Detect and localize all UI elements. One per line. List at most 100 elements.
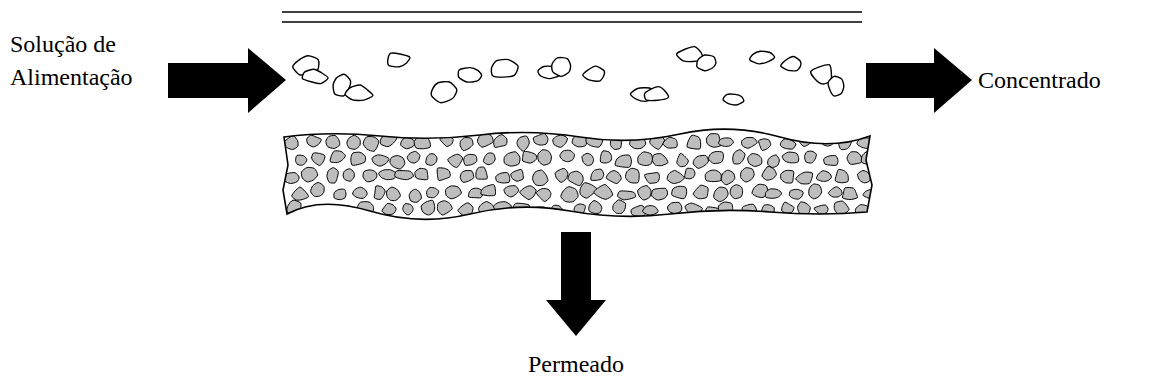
feed-particle — [388, 53, 410, 67]
membrane-grain — [555, 168, 568, 182]
membrane-grain — [719, 138, 734, 147]
membrane-grain — [363, 170, 377, 182]
feed-particle — [723, 94, 744, 105]
membrane-grain — [363, 137, 379, 152]
membrane-grain — [809, 184, 822, 199]
membrane-grain — [685, 203, 702, 215]
feed-particle — [552, 58, 571, 77]
membrane-grain — [824, 156, 838, 166]
membrane-grain — [504, 152, 520, 166]
permeate-label: Permeado — [476, 348, 676, 381]
membrane-grain — [714, 187, 728, 202]
membrane-grain — [533, 134, 548, 146]
membrane-grain — [762, 166, 776, 180]
membrane-grain — [805, 151, 817, 163]
membrane-grain — [296, 155, 307, 165]
membrane-grain — [292, 187, 309, 200]
membrane-grain — [789, 189, 803, 199]
membrane-grain — [606, 171, 621, 184]
membrane-grain — [401, 138, 415, 149]
membrane-grain — [403, 204, 413, 215]
feed-particle — [345, 85, 373, 101]
feed-particle — [458, 68, 481, 82]
membrane-grain — [582, 153, 594, 165]
feed-arrow — [168, 48, 286, 113]
membrane-grain — [504, 186, 519, 197]
membrane-grain — [553, 135, 568, 147]
membrane-grain — [693, 185, 708, 199]
membrane-grain — [483, 153, 495, 165]
membrane-grain — [307, 135, 322, 147]
membrane-grain — [382, 203, 396, 214]
membrane-grain — [327, 168, 338, 183]
membrane-grain — [762, 205, 774, 216]
membrane-grain — [652, 154, 668, 166]
membrane-grain — [379, 170, 397, 180]
membrane-grain — [387, 187, 401, 201]
membrane-grain — [478, 202, 495, 216]
membrane-grain — [861, 151, 877, 164]
membrane-grain — [855, 205, 871, 218]
membrane-grain — [533, 170, 548, 185]
membrane-grain — [353, 187, 368, 198]
membrane-grain — [437, 201, 452, 215]
membrane-grain — [652, 188, 668, 200]
membrane-grain — [330, 151, 345, 163]
membrane-grain — [513, 203, 529, 213]
membrane-grain — [672, 186, 687, 198]
membrane-grain — [324, 206, 338, 217]
permeate-arrow — [546, 232, 606, 336]
membrane-grain — [842, 188, 857, 200]
membrane-grain — [835, 169, 848, 182]
membrane-grains — [282, 133, 878, 218]
membrane-grain — [445, 186, 461, 199]
membrane-grain — [721, 170, 735, 185]
membrane-grain — [625, 168, 639, 183]
membrane-grain — [613, 200, 626, 214]
membrane-grain — [742, 137, 758, 148]
feed-particles — [293, 47, 844, 105]
membrane-grain — [538, 150, 552, 165]
membrane-grain — [816, 171, 831, 182]
membrane-grain — [460, 170, 474, 182]
membrane-grain — [600, 151, 611, 163]
membrane-grain — [706, 134, 721, 148]
feed-particle — [781, 56, 801, 70]
membrane-grain — [351, 152, 366, 165]
membrane-grain — [693, 155, 708, 168]
membrane-grain — [677, 153, 689, 166]
membrane-band — [283, 129, 872, 219]
feed-particle — [302, 69, 328, 83]
feed-particle — [583, 66, 605, 81]
membrane-grain — [374, 186, 385, 200]
membrane-grain — [427, 187, 439, 197]
membrane-grain — [741, 168, 755, 182]
membrane-grain — [421, 200, 435, 215]
membrane-grain — [667, 170, 684, 183]
membrane-grain — [437, 168, 450, 181]
feed-particle — [697, 55, 716, 71]
membrane-grain — [730, 185, 742, 199]
top-wall-line — [282, 11, 862, 13]
membrane-grain — [828, 187, 842, 197]
membrane-grain — [687, 135, 701, 149]
feed-particle — [828, 76, 844, 96]
membrane-grain — [561, 187, 578, 202]
membrane-grain — [334, 189, 346, 200]
membrane-grain — [312, 153, 325, 166]
feed-particle — [431, 82, 456, 103]
membrane-grain — [301, 167, 317, 181]
membrane-grain — [326, 135, 340, 148]
membrane-grain — [464, 154, 477, 165]
membrane-grain — [496, 173, 510, 183]
concentrate-arrow — [866, 48, 972, 113]
membrane-grain — [667, 202, 681, 213]
membrane-grain — [390, 156, 405, 169]
membrane-grain — [610, 137, 621, 149]
membrane-grain — [395, 171, 414, 180]
membrane-grain — [550, 205, 562, 218]
membrane-grain — [685, 168, 695, 179]
membrane-grain — [347, 135, 360, 149]
